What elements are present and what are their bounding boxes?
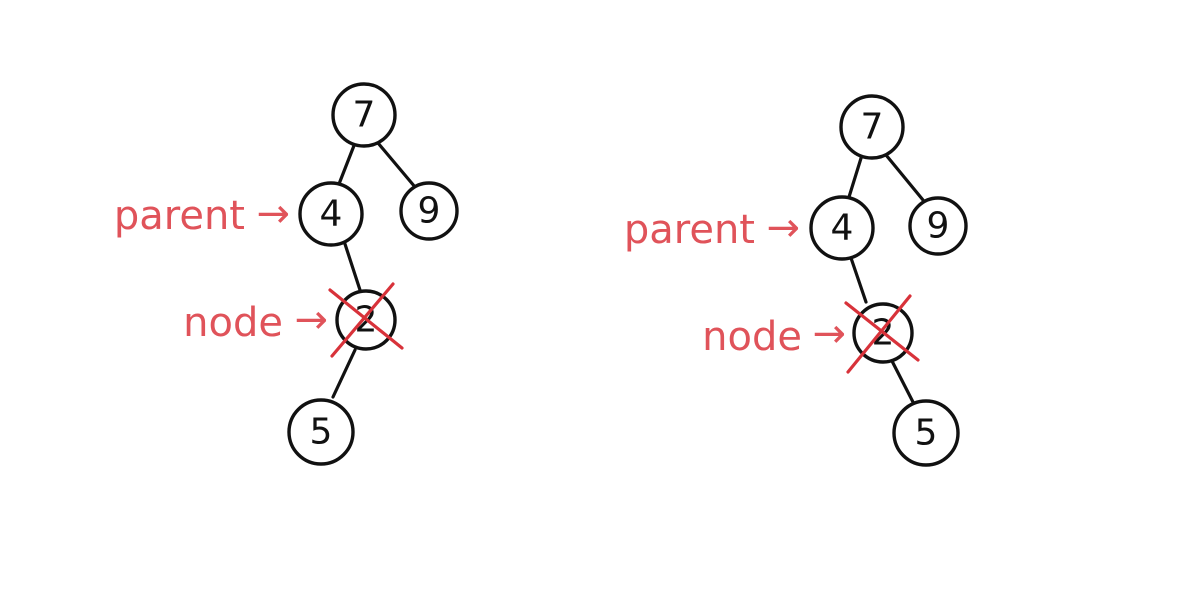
edge-4-2 bbox=[849, 256, 868, 304]
node-label: 5 bbox=[915, 413, 938, 454]
parent-pointer: parent → bbox=[114, 191, 290, 239]
tree-node-4: 4 bbox=[298, 181, 364, 247]
tree-diagram-left: 7 4 9 2 5 parent → node → bbox=[114, 82, 459, 466]
parent-label: parent bbox=[114, 193, 245, 239]
node-pointer: node → bbox=[183, 297, 328, 346]
edge-4-2 bbox=[343, 242, 362, 292]
tree-node-5: 5 bbox=[892, 399, 960, 467]
right-arrow-icon: → bbox=[766, 205, 800, 251]
tree-diagram-right: 7 4 9 2 5 parent → node → bbox=[624, 94, 968, 467]
parent-pointer: parent → bbox=[624, 205, 800, 253]
node-label: 4 bbox=[831, 208, 854, 249]
node-label: 9 bbox=[927, 206, 950, 247]
edge-7-4 bbox=[337, 141, 357, 186]
node-label: 4 bbox=[320, 194, 343, 235]
node-label: 7 bbox=[353, 95, 376, 136]
node-pointer: node → bbox=[702, 311, 846, 360]
node-label: node bbox=[702, 314, 802, 360]
tree-node-9: 9 bbox=[399, 181, 459, 241]
right-arrow-icon: → bbox=[812, 311, 846, 357]
edge-2-5 bbox=[331, 348, 357, 399]
tree-node-7: 7 bbox=[839, 94, 905, 160]
node-label: 9 bbox=[418, 191, 441, 232]
cross-mark bbox=[328, 288, 404, 350]
right-arrow-icon: → bbox=[294, 297, 328, 343]
node-label: 5 bbox=[310, 412, 333, 453]
node-label: node bbox=[183, 300, 283, 346]
tree-node-9: 9 bbox=[908, 196, 968, 256]
tree-node-4: 4 bbox=[809, 195, 875, 261]
tree-node-7: 7 bbox=[331, 82, 397, 148]
parent-label: parent bbox=[624, 207, 755, 253]
node-label: 7 bbox=[861, 107, 884, 148]
edge-2-5 bbox=[890, 359, 916, 406]
tree-node-2-removed: 2 bbox=[844, 294, 920, 374]
cross-mark bbox=[846, 294, 912, 374]
tree-node-2-removed: 2 bbox=[328, 282, 404, 358]
tree-node-5: 5 bbox=[287, 398, 355, 466]
edge-7-9 bbox=[884, 153, 925, 202]
edge-7-4 bbox=[847, 153, 864, 199]
cross-mark bbox=[330, 282, 395, 358]
right-arrow-icon: → bbox=[256, 191, 290, 237]
edge-7-9 bbox=[376, 141, 417, 189]
